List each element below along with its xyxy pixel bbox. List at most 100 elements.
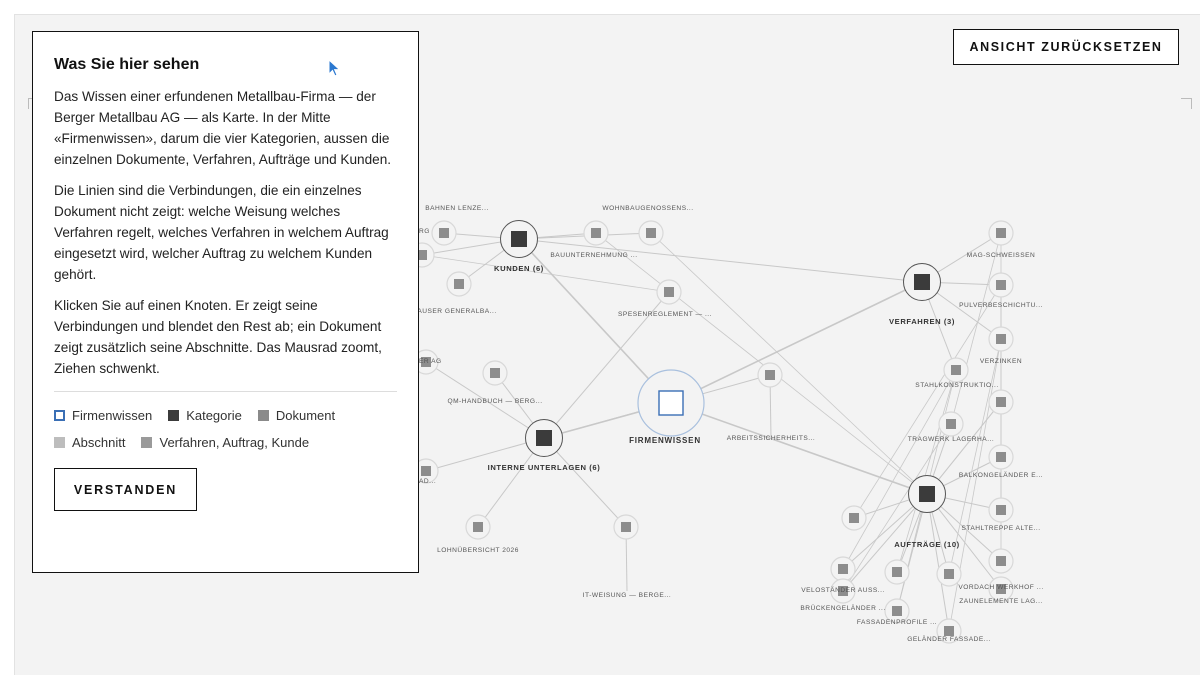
node-zaunelemente-lag-square[interactable] bbox=[996, 584, 1006, 594]
legend-label: Kategorie bbox=[186, 408, 242, 423]
node-label: BAUUNTERNEHMUNG ... bbox=[550, 252, 637, 259]
node-label: RG bbox=[419, 228, 430, 235]
category-label: KUNDEN (6) bbox=[494, 264, 544, 273]
edge-category-node bbox=[425, 437, 545, 472]
node-vordach-werkhof-square[interactable] bbox=[996, 556, 1006, 566]
category-label: INTERNE UNTERLAGEN (6) bbox=[488, 463, 601, 472]
node-geländer-fassade-square[interactable] bbox=[944, 626, 954, 636]
legend-swatch-square-icon bbox=[168, 410, 180, 421]
center-node-square[interactable] bbox=[658, 390, 684, 416]
node-brückengeländer-square[interactable] bbox=[838, 586, 848, 596]
node-label: GELÄNDER FASSADE... bbox=[907, 635, 991, 643]
edge-cross-link bbox=[896, 369, 957, 573]
legend-swatch-square-icon bbox=[141, 437, 153, 448]
category-verfahren-3-square[interactable] bbox=[914, 274, 930, 290]
edge-category-node bbox=[543, 437, 627, 528]
legend-item-kategorie: Kategorie bbox=[168, 408, 242, 423]
node-label: QM-HANDBUCH — BERG... bbox=[447, 398, 542, 405]
edge-category-link bbox=[518, 238, 923, 283]
node-qm-handbuch-berg-square[interactable] bbox=[490, 368, 500, 378]
node-label: ZAUNELEMENTE LAG... bbox=[959, 598, 1043, 605]
node-label: VELOSTÄNDER AUSS... bbox=[801, 586, 885, 594]
node-stahlkonstruktio-square[interactable] bbox=[951, 365, 961, 375]
node-veloständer-auss-square[interactable] bbox=[838, 564, 848, 574]
legend-swatch-outline-icon bbox=[54, 410, 65, 421]
panel-paragraph-lines: Die Linien sind die Verbindungen, die ei… bbox=[54, 183, 389, 282]
edge-cross-link bbox=[948, 338, 1002, 575]
node-document-square[interactable] bbox=[849, 513, 859, 523]
edge-center-category bbox=[670, 402, 928, 495]
node-document-square[interactable] bbox=[944, 569, 954, 579]
legend-swatch-square-icon bbox=[257, 410, 269, 421]
category-label: AUFTRÄGE (10) bbox=[894, 540, 960, 549]
node-label: LOHNÜBERSICHT 2026 bbox=[437, 546, 519, 554]
category-kunden-6-square[interactable] bbox=[511, 231, 527, 247]
node-spesenreglement-square[interactable] bbox=[664, 287, 674, 297]
node-it-weisung-berge-square[interactable] bbox=[621, 522, 631, 532]
edge-cross-link bbox=[853, 284, 1002, 519]
node-balkongeländer-e-square[interactable] bbox=[996, 452, 1006, 462]
node-wohnbaugenossens-square[interactable] bbox=[646, 228, 656, 238]
node-arbeitssicherheits-square[interactable] bbox=[765, 370, 775, 380]
node-tragwerk-lagerha-square[interactable] bbox=[946, 419, 956, 429]
panel-paragraph-intro: Das Wissen einer erfundenen Metallbau-Fi… bbox=[54, 89, 392, 167]
node-label: AD... bbox=[419, 478, 436, 485]
node-fassadenprofile-square[interactable] bbox=[892, 606, 902, 616]
node-label: STAHLTREPPE ALTE... bbox=[961, 525, 1040, 532]
edge-cross-link bbox=[842, 423, 952, 592]
understood-button[interactable]: VERSTANDEN bbox=[54, 468, 197, 511]
edge-cross-link bbox=[421, 254, 670, 293]
mouse-cursor-icon bbox=[328, 59, 341, 77]
reset-view-button[interactable]: ANSICHT ZURÜCKSETZEN bbox=[953, 29, 1179, 65]
node-label: FASSADENPROFILE ... bbox=[857, 619, 937, 626]
node-label: VORDACH WERKHOF ... bbox=[958, 584, 1043, 591]
node-document-square[interactable] bbox=[996, 397, 1006, 407]
node-bahnen-lenze-square[interactable] bbox=[439, 228, 449, 238]
node-label: AUSER GENERALBA... bbox=[417, 308, 496, 315]
edge-center-category bbox=[670, 281, 923, 404]
node-ad-square[interactable] bbox=[421, 466, 431, 476]
legend-swatch-square-icon bbox=[54, 437, 65, 448]
category-aufträge-10-square[interactable] bbox=[919, 486, 935, 502]
edge-cross-link bbox=[950, 232, 1002, 425]
legend-item-firmenwissen: Firmenwissen bbox=[54, 408, 152, 423]
edge-category-node bbox=[425, 361, 545, 439]
legend-item-verfahren-auftrag-kunde: Verfahren, Auftrag, Kunde bbox=[141, 435, 309, 450]
node-mag-schweissen-square[interactable] bbox=[996, 228, 1006, 238]
node-er-ag-square[interactable] bbox=[421, 357, 431, 367]
node-document-square[interactable] bbox=[892, 567, 902, 577]
node-rg-square[interactable] bbox=[417, 250, 427, 260]
edge-category-node bbox=[842, 493, 928, 592]
nodes bbox=[409, 220, 1014, 644]
node-label: WOHNBAUGENOSSENS... bbox=[602, 205, 693, 212]
node-label: ER AG bbox=[419, 358, 442, 365]
edge-category-node bbox=[926, 493, 1002, 590]
node-label: BRÜCKENGELÄNDER ... bbox=[800, 604, 885, 612]
node-label: SPESENREGLEMENT — ... bbox=[618, 311, 712, 318]
edge-center-category bbox=[518, 238, 672, 404]
edge-category-node bbox=[926, 401, 1002, 495]
node-stahltreppe-alte-square[interactable] bbox=[996, 505, 1006, 515]
node-lohnübersicht-2026-square[interactable] bbox=[473, 522, 483, 532]
node-label: IT-WEISUNG — BERGE... bbox=[583, 592, 672, 599]
category-label: VERFAHREN (3) bbox=[889, 317, 955, 326]
edge-cross-link bbox=[842, 369, 957, 570]
node-label: ARBEITSSICHERHEITS... bbox=[727, 435, 816, 442]
category-interne-unterlagen-6-square[interactable] bbox=[536, 430, 552, 446]
legend-label: Abschnitt bbox=[72, 435, 126, 450]
edge-category-node bbox=[926, 493, 950, 632]
legend-label: Verfahren, Auftrag, Kunde bbox=[159, 435, 310, 450]
node-verzinken-square[interactable] bbox=[996, 334, 1006, 344]
legend-item-abschnitt: Abschnitt bbox=[54, 435, 125, 450]
node-pulverbeschichtu-square[interactable] bbox=[996, 280, 1006, 290]
legend: Firmenwissen Kategorie Dokument Abschnit… bbox=[54, 391, 397, 456]
legend-item-dokument: Dokument bbox=[257, 408, 335, 423]
edge-cross-link bbox=[595, 232, 928, 495]
center-node-label: FIRMENWISSEN bbox=[629, 436, 701, 445]
node-bauunternehmung-square[interactable] bbox=[591, 228, 601, 238]
node-auser-generalba-square[interactable] bbox=[454, 279, 464, 289]
panel-title: Was Sie hier sehen bbox=[54, 56, 200, 73]
node-label: STAHLKONSTRUKTIO... bbox=[915, 382, 998, 389]
edge-cross-link bbox=[650, 232, 928, 495]
